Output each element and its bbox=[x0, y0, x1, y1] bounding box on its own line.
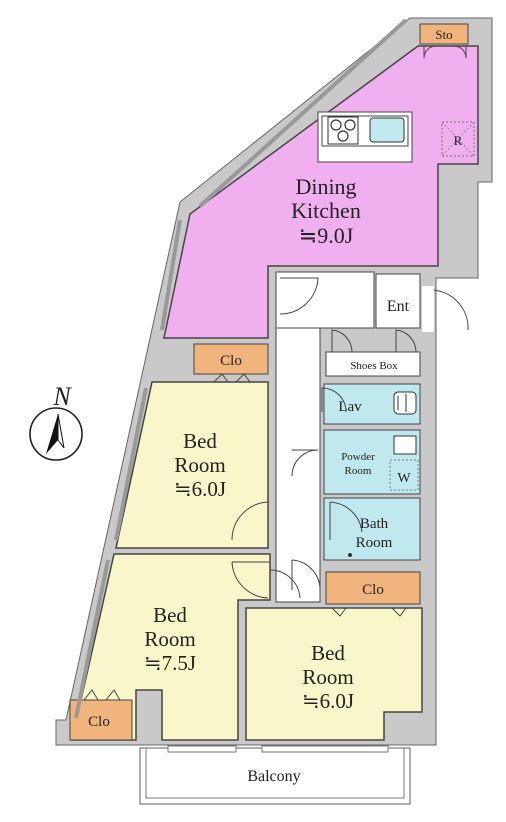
entrance-label: Ent bbox=[387, 298, 410, 315]
powder-label-2: Room bbox=[345, 465, 372, 477]
powder-label-1: Powder bbox=[341, 451, 375, 463]
shoes-box bbox=[325, 351, 421, 377]
bed3-label-2: Room bbox=[302, 665, 353, 689]
north-compass: N bbox=[29, 382, 83, 461]
bed2-label-2: Room bbox=[144, 627, 195, 651]
bedroom-1 bbox=[115, 381, 269, 549]
bed1-size: ≒6.0J bbox=[174, 477, 226, 501]
kitchen-counter bbox=[317, 111, 413, 163]
closet-top bbox=[193, 343, 269, 375]
closet-mid bbox=[325, 571, 421, 605]
windows bbox=[74, 18, 408, 753]
bed2-label-1: Bed bbox=[153, 603, 187, 627]
bath-room bbox=[323, 497, 421, 561]
bed2-size: ≒7.5J bbox=[144, 651, 196, 675]
dining-size: ≒9.0J bbox=[299, 223, 354, 248]
lavatory-label: Lav bbox=[338, 399, 362, 415]
hall-upper bbox=[275, 271, 375, 329]
balcony-label: Balcony bbox=[247, 768, 300, 785]
washer-label: W bbox=[397, 471, 411, 486]
bed1-label-1: Bed bbox=[183, 429, 217, 453]
shoes-box-label: Shoes Box bbox=[350, 360, 398, 372]
dining-label-2: Kitchen bbox=[291, 198, 361, 223]
dining-label-1: Dining bbox=[295, 174, 356, 199]
storage bbox=[419, 23, 469, 45]
north-label: N bbox=[52, 382, 72, 411]
bed3-label-1: Bed bbox=[311, 641, 345, 665]
storage-label: Sto bbox=[435, 27, 452, 42]
bath-label-2: Room bbox=[356, 535, 393, 551]
powder-room bbox=[323, 429, 421, 495]
bedroom-3 bbox=[245, 607, 423, 741]
closet-left-label: Clo bbox=[88, 714, 110, 730]
bed3-size: ≒6.0J bbox=[302, 689, 354, 713]
fridge-label: R bbox=[454, 133, 463, 148]
fridge: R bbox=[441, 121, 475, 157]
closet-top-label: Clo bbox=[220, 353, 242, 369]
closet-mid-label: Clo bbox=[362, 582, 384, 598]
entrance bbox=[375, 273, 421, 329]
bath-label-1: Bath bbox=[360, 516, 389, 532]
bed1-label-2: Room bbox=[174, 453, 225, 477]
